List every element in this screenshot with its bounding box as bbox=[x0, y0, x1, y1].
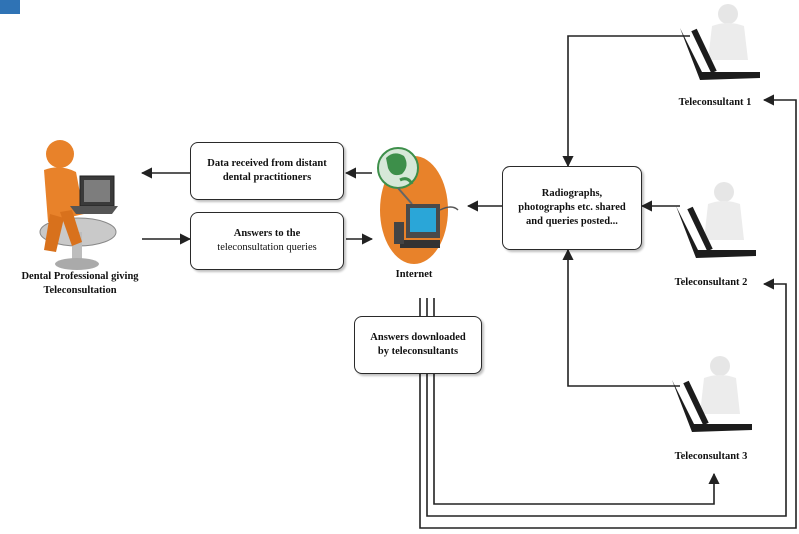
corner-accent bbox=[0, 0, 20, 14]
teleconsultant-1-label: Teleconsultant 1 bbox=[678, 97, 752, 108]
laptop-user-icon-1 bbox=[680, 4, 760, 80]
teleconsultant-3-label: Teleconsultant 3 bbox=[674, 451, 748, 462]
downloaded-line2: by teleconsultants bbox=[377, 346, 459, 357]
downloaded-line1: Answers downloaded bbox=[370, 332, 466, 343]
answers-to-box: Answers to the teleconsultation queries bbox=[190, 212, 344, 270]
data-received-line2: dental practitioners bbox=[222, 172, 312, 183]
shared-line1: Radiographs, bbox=[541, 188, 603, 199]
arrow-download-to-teleconsultant1 bbox=[419, 94, 797, 529]
shared-line2: photographs etc. shared bbox=[518, 202, 626, 213]
arrow-download-to-teleconsultant2 bbox=[426, 278, 787, 517]
arrow-teleconsultant3-to-shared bbox=[562, 248, 680, 387]
dental-professional-line2: Teleconsultation bbox=[43, 285, 117, 296]
downloaded-box: Answers downloaded by teleconsultants bbox=[354, 316, 482, 374]
dental-professional-line1: Dental Professional giving bbox=[21, 271, 139, 282]
laptop-user-icon-2 bbox=[676, 182, 756, 258]
answers-to-line2: teleconsultation queries bbox=[217, 242, 317, 253]
dental-professional-label: Dental Professional giving Teleconsultat… bbox=[0, 270, 160, 298]
data-received-line1: Data received from distant bbox=[207, 158, 327, 169]
arrow-teleconsultant1-to-shared bbox=[562, 35, 690, 168]
shared-line3: and queries posted... bbox=[526, 216, 618, 227]
dental-professional-icon bbox=[39, 140, 118, 270]
internet-computer-icon bbox=[377, 147, 459, 264]
data-received-box: Data received from distant dental practi… bbox=[190, 142, 344, 200]
arrow-download-to-teleconsultant3 bbox=[433, 298, 720, 505]
laptop-user-icon-3 bbox=[672, 356, 752, 432]
teleconsultant-2-label: Teleconsultant 2 bbox=[674, 277, 748, 288]
answers-to-line1: Answers to the bbox=[233, 228, 301, 239]
shared-box: Radiographs, photographs etc. shared and… bbox=[502, 166, 642, 250]
internet-label: Internet bbox=[395, 269, 433, 280]
